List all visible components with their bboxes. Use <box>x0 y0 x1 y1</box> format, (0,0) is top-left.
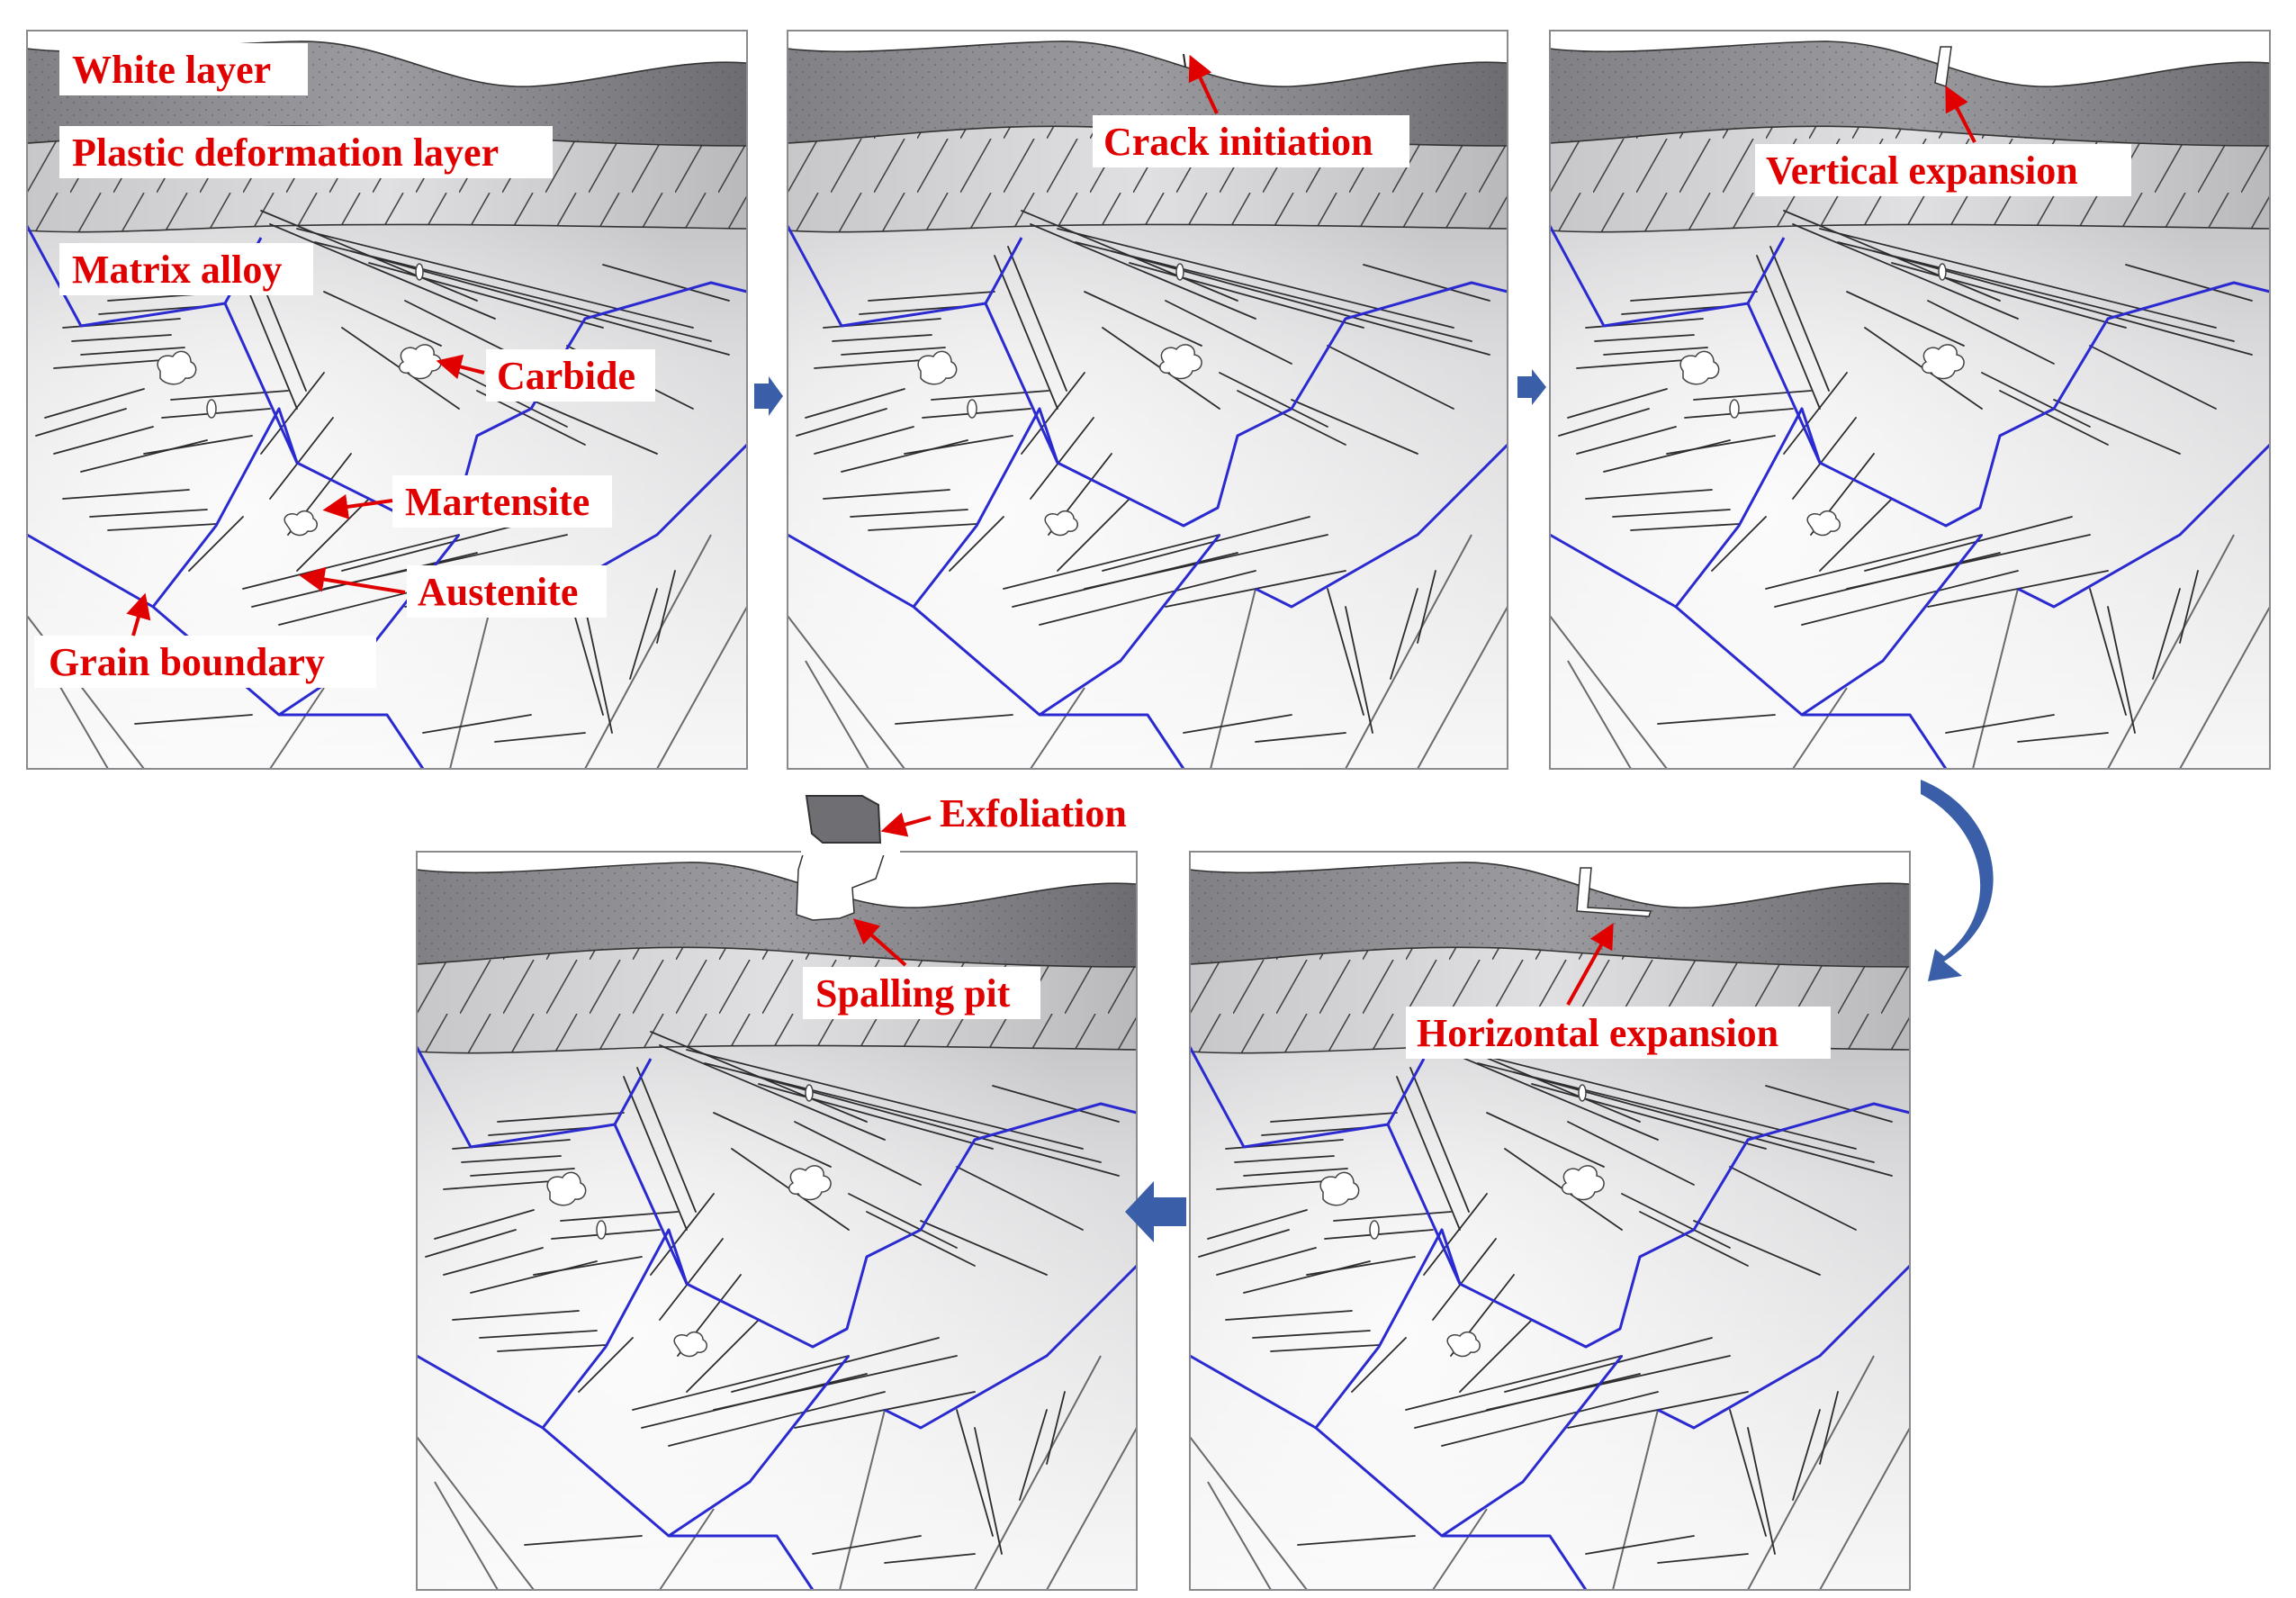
label-austenite: Austenite <box>418 570 578 614</box>
panel-spalling-pit <box>415 850 1139 1592</box>
label-grain-boundary: Grain boundary <box>49 640 325 684</box>
spalling-pit-shape <box>796 851 887 921</box>
arrow-spalling-pit <box>852 918 907 967</box>
arrow-crack-initiation <box>1188 54 1219 114</box>
labels: White layer Plastic deformation layer Ma… <box>34 43 2131 1059</box>
panel-crack-initiation <box>786 29 1509 771</box>
label-plastic-deformation-layer: Plastic deformation layer <box>72 131 499 175</box>
label-exfoliation: Exfoliation <box>940 791 1127 835</box>
arrow-austenite <box>299 566 406 594</box>
label-crack-initiation: Crack initiation <box>1103 120 1373 164</box>
label-horizontal-expansion: Horizontal expansion <box>1417 1011 1778 1055</box>
label-vertical-expansion: Vertical expansion <box>1766 149 2078 193</box>
arrow-grain-boundary <box>126 592 151 636</box>
arrow-horizontal-expansion <box>1566 923 1614 1006</box>
flow-arrow-4 <box>1125 1181 1186 1242</box>
horizontal-crack <box>1576 867 1652 917</box>
crack-mark <box>1183 53 1186 68</box>
label-white-layer: White layer <box>72 48 271 92</box>
arrow-carbide <box>436 354 485 380</box>
flow-arrow-1 <box>754 376 783 416</box>
label-carbide: Carbide <box>497 354 635 398</box>
panel-vertical-expansion <box>1548 29 2272 771</box>
arrow-martensite <box>322 494 393 519</box>
arrow-exfoliation <box>880 812 932 837</box>
label-matrix-alloy: Matrix alloy <box>72 248 282 292</box>
exfoliated-fragment <box>805 795 882 844</box>
flow-arrow-3 <box>1921 780 1994 981</box>
panel-horizontal-expansion <box>1188 850 1912 1592</box>
arrow-vertical-expansion <box>1945 86 1976 143</box>
label-spalling-pit: Spalling pit <box>815 971 1011 1016</box>
flow-arrow-2 <box>1517 369 1546 405</box>
label-martensite: Martensite <box>405 480 590 524</box>
